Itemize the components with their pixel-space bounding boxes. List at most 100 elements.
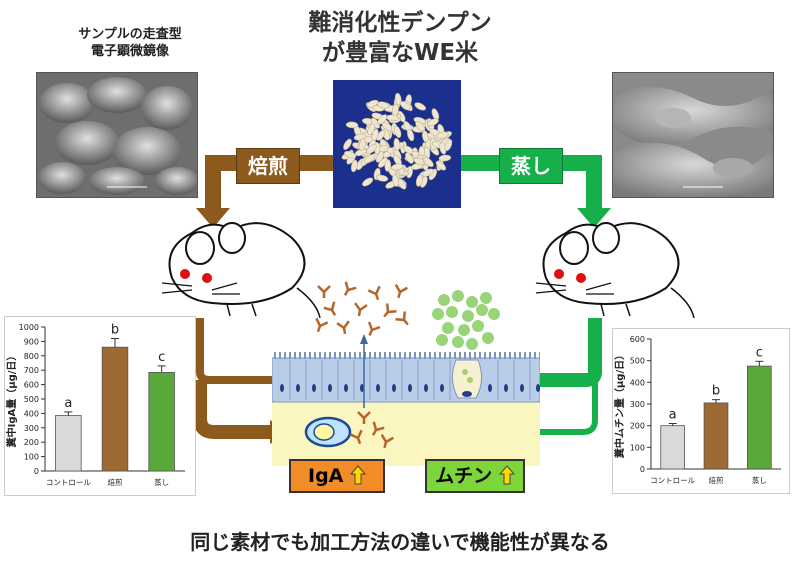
steamed-arrow-to-antibody: [410, 380, 598, 435]
mucin-droplets: [432, 290, 500, 350]
rice-grain: [366, 144, 377, 154]
antibody-icon: [349, 429, 363, 445]
mouse-steamed: [535, 222, 695, 318]
page-title: 難消化性デンプン が豊富なWE米: [280, 8, 520, 68]
mucin-result-label: ムチン: [435, 465, 493, 487]
rice-grain: [415, 174, 423, 187]
iga-result-box: IgA: [289, 459, 385, 493]
rice-grain: [438, 154, 452, 162]
up-arrow-icon: [349, 465, 367, 485]
y-tick-label: 100: [630, 443, 645, 452]
y-tick-label: 700: [24, 366, 39, 375]
y-tick-label: 1000: [19, 323, 39, 332]
rice-grain: [391, 163, 404, 171]
roasted-arrow-to-epithelium: [196, 318, 440, 384]
epithelium: [272, 357, 540, 403]
rice-grain: [415, 121, 426, 132]
y-tick-label: 900: [24, 337, 39, 346]
sem-label-line-1: サンプルの走査型: [78, 27, 182, 42]
sem-label-line-2: 電子顕微鏡像: [90, 44, 169, 59]
rice-grain: [394, 92, 402, 106]
sem-label: サンプルの走査型 電子顕微鏡像: [40, 26, 220, 60]
steamed-down-arrow: [577, 208, 611, 228]
y-tick-label: 0: [34, 467, 39, 476]
secretion-arrowhead: [360, 334, 368, 344]
antibody-icon: [317, 285, 331, 298]
title-line-1: 難消化性デンプン: [308, 10, 492, 36]
x-tick-label: 蒸し: [154, 477, 169, 487]
sem-texture-steamed: [613, 73, 773, 197]
bar: [703, 402, 729, 470]
plasma-cell-nucleus: [313, 423, 335, 441]
goblet-nucleus: [462, 391, 472, 397]
rice-grain: [359, 138, 366, 151]
conclusion-text: 同じ素材でも加工方法の違いで機能性が異なる: [190, 530, 610, 554]
rice-grain: [375, 174, 389, 182]
antibody-icon: [336, 320, 350, 335]
iga-result-label: IgA: [308, 465, 344, 487]
rice-grain: [367, 123, 376, 136]
antibody-icon: [367, 285, 381, 301]
rice-grain: [435, 160, 447, 171]
rice-grain: [422, 168, 434, 177]
antibody-icon: [343, 281, 357, 296]
iga-antibodies-tissue: [349, 411, 394, 449]
y-axis-label: 糞中ムチン量（μg/日）: [613, 350, 626, 459]
bar: [747, 365, 772, 470]
process-steamed-label: 蒸し: [499, 148, 563, 184]
bar: [55, 415, 82, 472]
y-axis-label: 糞中IgA量（μg/日）: [5, 351, 18, 449]
steamed-down-bar: [586, 155, 602, 210]
rice-grain: [343, 138, 352, 150]
process-roasted-label: 焙煎: [236, 148, 300, 184]
rice-grain: [436, 131, 449, 139]
microvilli: [274, 352, 540, 359]
rice-grain: [399, 101, 411, 111]
roasted-arrow-to-cell: [193, 380, 272, 439]
antibody-icon: [394, 284, 408, 299]
y-tick-label: 300: [630, 400, 645, 409]
y-tick-label: 200: [24, 438, 39, 447]
significance-letter: b: [712, 384, 720, 399]
antibody-icon: [323, 301, 337, 316]
rice-grain: [407, 129, 415, 142]
sem-image-steamed: [612, 72, 774, 198]
y-tick-label: 400: [630, 378, 645, 387]
y-tick-label: 200: [630, 422, 645, 431]
x-tick-label: 蒸し: [752, 475, 767, 485]
x-tick-label: 焙煎: [108, 477, 123, 487]
rice-grain: [362, 177, 374, 187]
bar: [148, 371, 175, 472]
rice-grain: [377, 101, 390, 109]
rice-grain: [386, 114, 399, 122]
sem-image-roasted: [36, 72, 198, 198]
rice-grain: [423, 157, 434, 168]
roasted-down-arrow: [196, 208, 230, 228]
significance-letter: a: [64, 396, 72, 411]
antibody-icon: [315, 317, 329, 333]
y-tick-label: 800: [24, 352, 39, 361]
mucin-chart: 糞中ムチン量（μg/日）0100200300400500600aコントロールb焙…: [613, 335, 781, 485]
iga-antibodies-lumen: [315, 281, 409, 336]
antibody-icon: [380, 434, 394, 449]
rice-grain: [364, 154, 375, 164]
up-arrow-icon: [498, 465, 515, 485]
rice-grain: [393, 138, 401, 151]
mouse-roasted: [161, 222, 321, 318]
x-tick-label: コントロール: [650, 476, 695, 485]
antibody-icon: [371, 421, 385, 436]
rice-grain: [414, 102, 426, 111]
y-tick-label: 500: [24, 395, 39, 404]
significance-letter: c: [756, 345, 763, 360]
rice-grain: [444, 139, 453, 152]
rice-grain: [350, 159, 358, 173]
y-tick-label: 100: [24, 453, 39, 462]
mucin-result-box: ムチン: [425, 459, 525, 493]
rice-grain: [345, 121, 359, 129]
y-tick-label: 400: [24, 409, 39, 418]
rice-grain: [344, 151, 357, 159]
rice-grain: [427, 118, 439, 127]
x-tick-label: 焙煎: [709, 475, 724, 485]
